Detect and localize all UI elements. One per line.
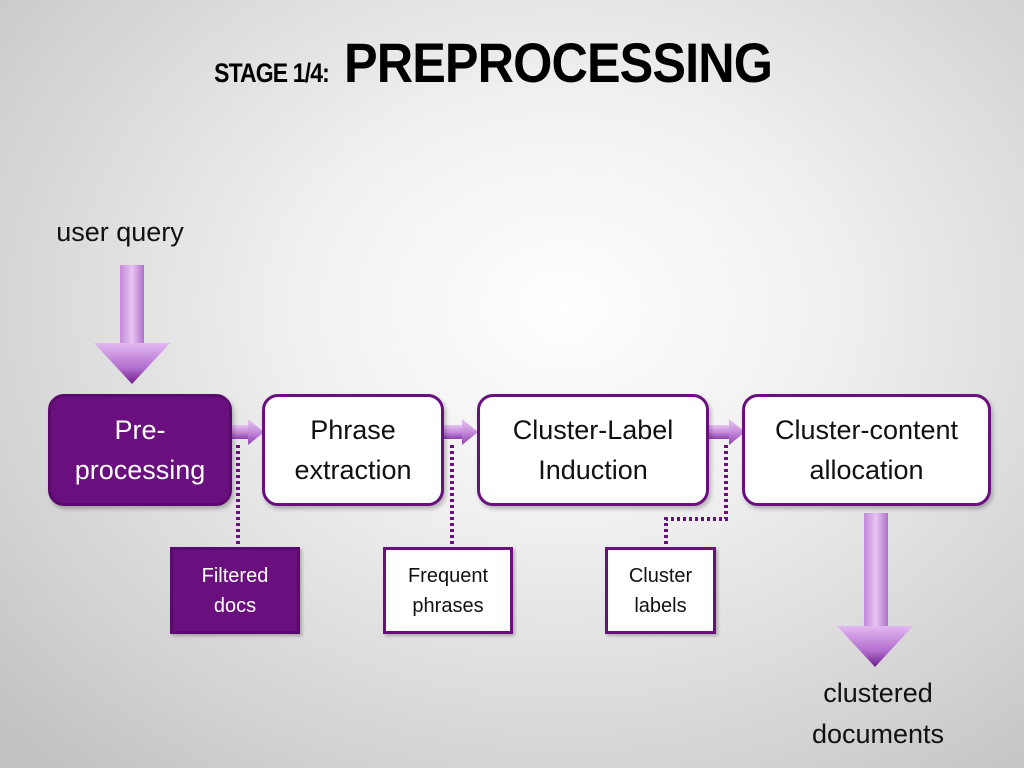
stage-preprocessing[interactable]: Pre-processing — [48, 394, 232, 506]
flow-arrow-2 — [442, 419, 478, 445]
title-main: PREPROCESSING — [343, 31, 773, 94]
output-arrow — [837, 513, 913, 667]
title-prefix: STAGE 1/4: — [214, 58, 331, 88]
flow-arrow-3 — [707, 419, 745, 445]
slide-title: STAGE 1/4: PREPROCESSING — [0, 30, 1024, 95]
user-query-label: user query — [56, 217, 184, 247]
input-arrow — [94, 265, 170, 384]
